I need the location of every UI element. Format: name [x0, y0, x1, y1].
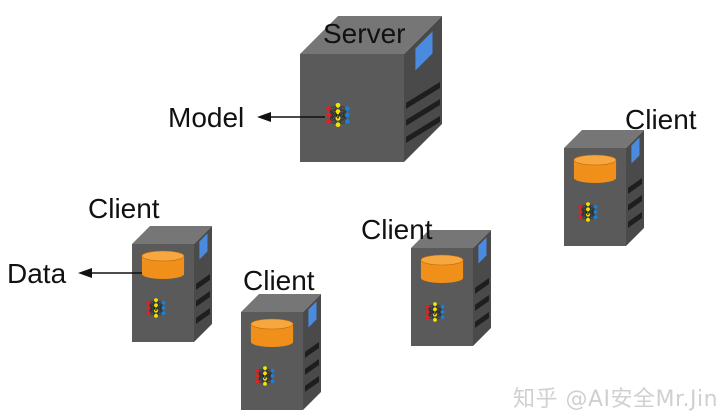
case-front	[300, 54, 404, 162]
indicator-light	[478, 237, 487, 264]
client-label-2: Client	[243, 265, 315, 296]
vent-slot	[196, 274, 210, 290]
model-arrow	[257, 112, 325, 122]
vent-slot	[406, 116, 440, 143]
svg-text:v: v	[586, 207, 591, 217]
vent-slot	[475, 312, 489, 328]
vent-slot	[305, 342, 319, 358]
svg-text:v: v	[263, 371, 268, 381]
neural-network-icon: v	[326, 102, 350, 128]
neural-network-icon: v	[425, 302, 445, 322]
data-label: Data	[7, 258, 67, 289]
vent-slot	[628, 195, 642, 211]
case-top	[241, 294, 321, 312]
vent-slot	[475, 295, 489, 311]
watermark: 知乎 @AI安全Mr.Jin	[513, 387, 719, 412]
client-node-2: v	[241, 294, 321, 410]
case-top	[132, 226, 212, 244]
client-label-4: Client	[625, 104, 697, 135]
vent-slot	[305, 359, 319, 375]
indicator-light	[308, 301, 317, 328]
vent-slot	[475, 278, 489, 294]
database-icon	[420, 254, 464, 283]
vent-slot	[406, 99, 440, 126]
vent-slot	[628, 212, 642, 228]
model-label: Model	[168, 102, 245, 133]
neural-network-icon: v	[146, 298, 166, 318]
database-icon	[141, 250, 185, 279]
server-label: Server	[323, 18, 406, 49]
case-top	[411, 230, 491, 248]
client-node-3: v	[411, 230, 491, 346]
client-node-4: v	[564, 130, 644, 246]
client-node-1: v	[132, 226, 212, 342]
vent-slot	[406, 82, 440, 109]
vent-slot	[628, 178, 642, 194]
neural-network-icon: v	[578, 202, 598, 222]
svg-text:v: v	[433, 307, 438, 317]
database-icon	[573, 154, 617, 183]
client-label-3: Client	[361, 214, 433, 245]
svg-text:v: v	[335, 110, 341, 122]
vent-slot	[196, 308, 210, 324]
data-arrow	[78, 268, 142, 278]
case-top	[300, 16, 442, 54]
vent-slot	[305, 376, 319, 392]
server-node: v	[300, 16, 442, 162]
neural-network-icon: v	[255, 366, 275, 386]
indicator-light	[199, 233, 208, 260]
client-label-1: Client	[88, 193, 160, 224]
svg-text:v: v	[154, 303, 159, 313]
case-top	[564, 130, 644, 148]
vent-slot	[196, 291, 210, 307]
indicator-light	[631, 137, 640, 164]
database-icon	[250, 318, 294, 347]
indicator-light	[415, 31, 433, 71]
